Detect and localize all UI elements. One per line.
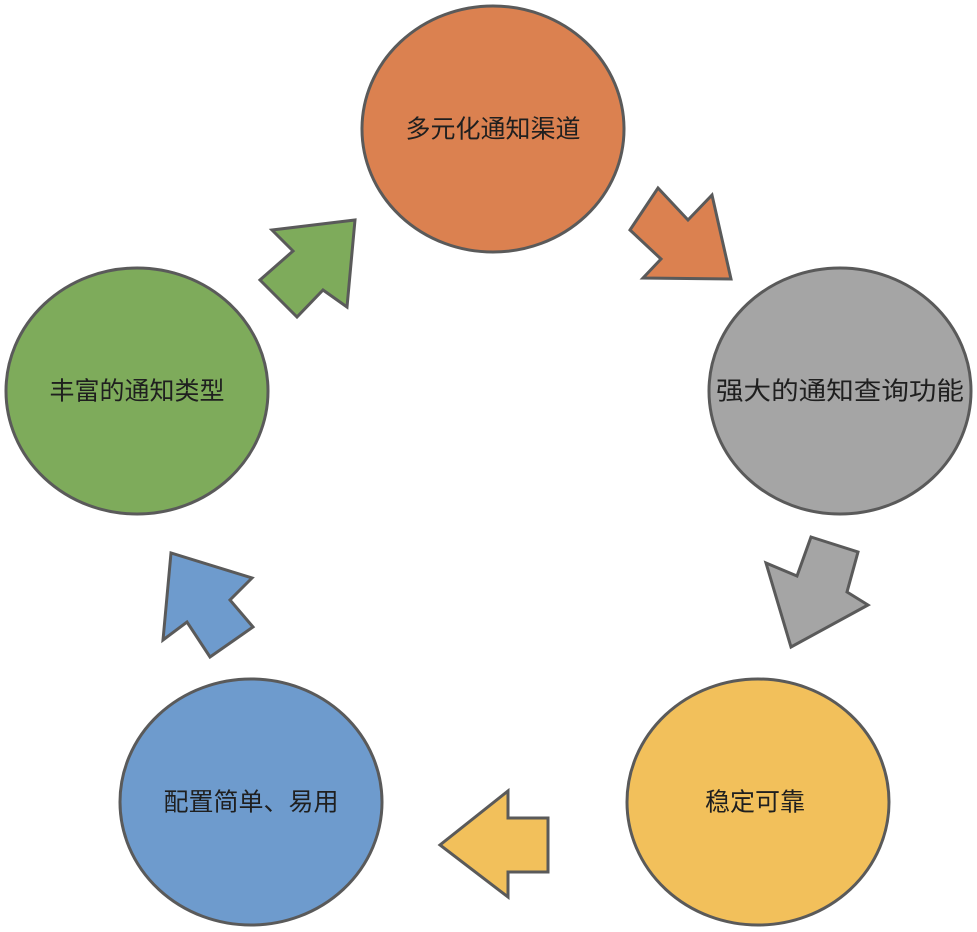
node-label-query: 强大的通知查询功能 [716,377,964,406]
arrow-shape-1 [628,185,733,281]
node-config: 配置简单、易用 [118,677,384,927]
node-label-config: 配置简单、易用 [163,788,338,817]
arrow-types-to-channels [257,218,357,320]
arrow-shape-5 [257,218,357,320]
arrow-shape-3 [437,787,550,901]
node-types: 丰富的通知类型 [4,266,270,516]
node-circle-channels [360,4,626,254]
arrow-channels-to-query [628,185,733,281]
arrow-shape-4 [161,551,256,660]
node-circle-stable [625,677,891,927]
node-label-types: 丰富的通知类型 [49,377,224,406]
arrow-query-to-stable [763,535,871,650]
node-circle-types [4,266,270,516]
node-label-stable: 稳定可靠 [705,788,805,817]
arrow-stable-to-config [437,787,550,901]
node-label-channels: 多元化通知渠道 [405,115,580,144]
arrow-config-to-types [161,551,256,660]
node-circle-config [118,677,384,927]
node-circle-query [707,266,973,516]
node-channels: 多元化通知渠道 [360,4,626,254]
arrow-shape-2 [763,535,871,650]
node-stable: 稳定可靠 [625,677,891,927]
node-query: 强大的通知查询功能 [707,266,973,516]
